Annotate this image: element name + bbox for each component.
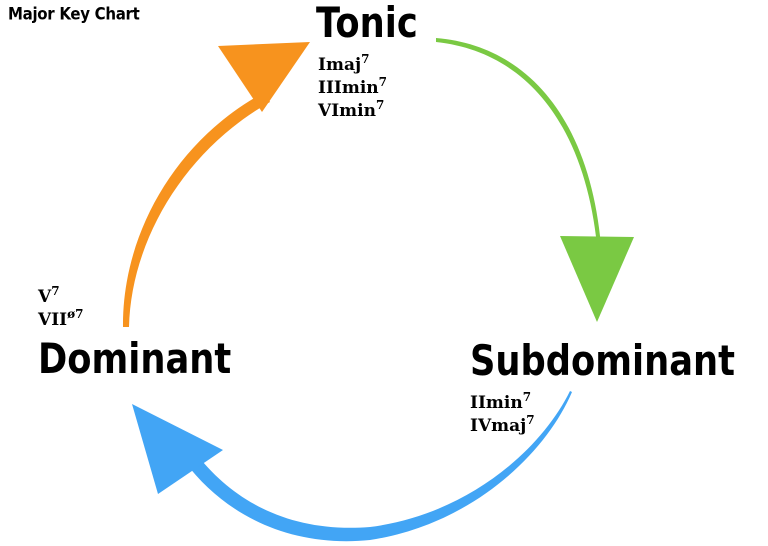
dominant-label: Dominant (38, 334, 232, 383)
chord-item: V7 (38, 284, 60, 307)
chart-title: Major Key Chart (8, 4, 140, 24)
dominant-chord-list: V7 VIIø7 (38, 284, 84, 332)
chord-item: IVmaj7 (470, 413, 535, 436)
chord-item: Imaj7 (318, 52, 370, 75)
arrow-subdominant-to-dominant-icon (132, 391, 572, 542)
subdominant-label: Subdominant (470, 336, 736, 385)
chord-item: VIIø7 (38, 307, 84, 330)
subdominant-chord-list: IImin7 IVmaj7 (470, 390, 535, 438)
arrow-tonic-to-subdominant-icon (436, 38, 634, 322)
chord-item: IImin7 (470, 390, 532, 413)
tonic-chord-list: Imaj7 IIImin7 VImin7 (318, 52, 388, 123)
chord-item: IIImin7 (318, 75, 388, 98)
arrow-dominant-to-tonic-icon (122, 42, 310, 327)
tonic-label: Tonic (316, 0, 418, 47)
chord-item: VImin7 (318, 98, 385, 121)
